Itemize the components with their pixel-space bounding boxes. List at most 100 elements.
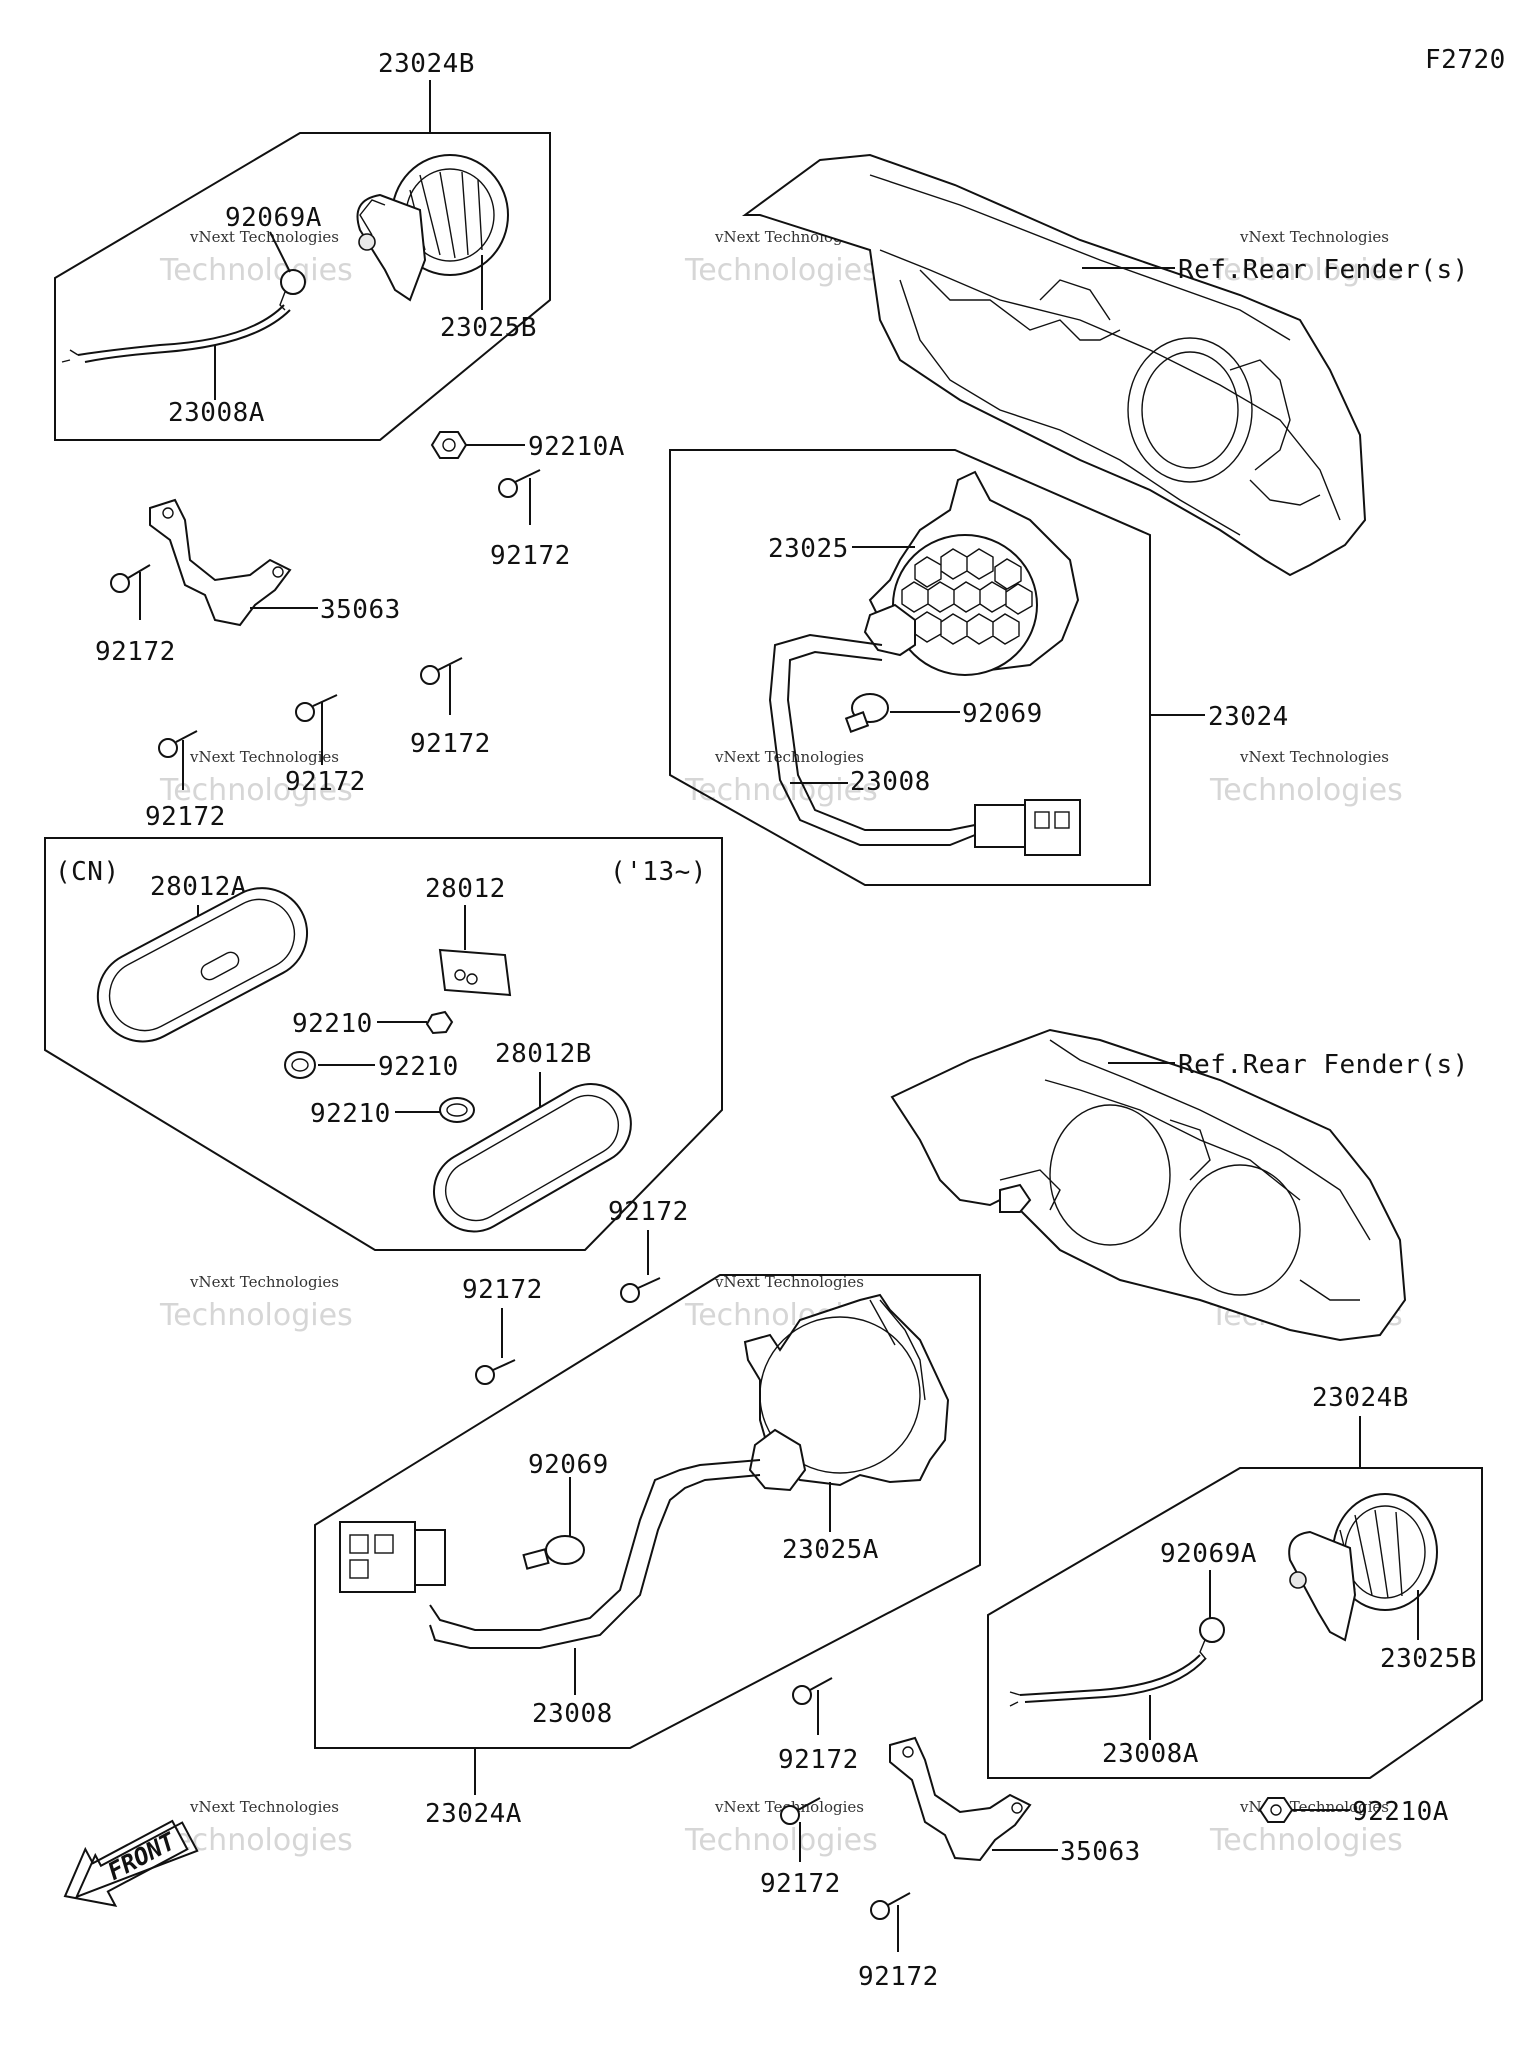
part-label-92069[interactable]: 92069 (962, 699, 1043, 729)
part-label-92172[interactable]: 92172 (778, 1745, 859, 1775)
wire-23008A (1019, 1654, 1201, 1696)
bracket-35063-top (149, 498, 292, 627)
lamp-housing-23025A (743, 1293, 950, 1492)
part-label-92210[interactable]: 92210 (378, 1052, 459, 1082)
watermark: Technologies vNext Technologies (1209, 748, 1403, 808)
part-label-92210[interactable]: 92210 (292, 1009, 373, 1039)
svg-text:vNext Technologies: vNext Technologies (1239, 748, 1389, 766)
part-label-28012B[interactable]: 28012B (495, 1039, 592, 1069)
wire-23008A (77, 304, 285, 356)
rear-fender-top (741, 153, 1367, 577)
screw-92172 (420, 657, 463, 685)
figure-code: F2720 (1425, 45, 1506, 75)
part-label-92210[interactable]: 92210 (310, 1099, 391, 1129)
watermark: Technologies vNext Technologies (159, 1273, 353, 1333)
svg-text:vNext Technologies: vNext Technologies (189, 1798, 339, 1816)
note-year: ('13~) (610, 857, 707, 887)
watermark: Technologies vNext Technologies (159, 228, 353, 288)
part-label-92069[interactable]: 92069 (528, 1450, 609, 1480)
part-label-23025B[interactable]: 23025B (1380, 1644, 1477, 1674)
note-cn: (CN) (55, 857, 120, 887)
part-label-28012[interactable]: 28012 (425, 874, 506, 904)
nut-92210 (425, 1010, 454, 1035)
part-label-92172: 92172 (410, 729, 491, 759)
assembly-frame (669, 449, 1151, 886)
part-label-92172[interactable]: 92172 (858, 1962, 939, 1992)
svg-text:vNext Technologies: vNext Technologies (189, 1273, 339, 1291)
svg-text:Technologies: Technologies (159, 773, 353, 808)
part-label-92210A: 92210A (528, 432, 625, 462)
svg-text:Technologies: Technologies (1209, 1823, 1403, 1858)
assembly-23024B-bottom: 23024B 23025B 92069A 23008A (987, 1383, 1483, 1779)
part-label-92172[interactable]: 92172 (608, 1197, 689, 1227)
rear-fender-bottom (890, 1028, 1407, 1342)
assembly-frame (314, 1274, 981, 1749)
bulb-92069 (844, 693, 889, 733)
lens-28012A (96, 887, 309, 1043)
part-label-23008[interactable]: 23008 (850, 767, 931, 797)
bulb-92069A (1199, 1617, 1225, 1659)
wire-23008 (429, 1459, 761, 1631)
part-label-23025B: 23025B (440, 313, 537, 343)
part-label-92172[interactable]: 92172 (760, 1869, 841, 1899)
bulb-92069 (522, 1535, 585, 1570)
assembly-23024: 23024 23025 92069 23008 (669, 449, 1289, 886)
screw-92172 (780, 1797, 821, 1825)
part-label-35063[interactable]: 35063 (1060, 1837, 1141, 1867)
part-label-92069A[interactable]: 92069A (1160, 1539, 1257, 1569)
screw-92172 (498, 469, 541, 498)
part-label-92172: 92172 (95, 637, 176, 667)
svg-text:Technologies: Technologies (159, 253, 353, 288)
assembly-frame (987, 1467, 1483, 1779)
part-label-23025A[interactable]: 23025A (782, 1535, 879, 1565)
part-label-28012A[interactable]: 28012A (150, 872, 247, 902)
part-label-92172[interactable]: 92172 (462, 1275, 543, 1305)
part-label-23008A[interactable]: 23008A (1102, 1739, 1199, 1769)
svg-text:vNext Technologies: vNext Technologies (1239, 228, 1389, 246)
watermark: Technologies vNext Technologies (159, 748, 353, 808)
svg-text:vNext Technologies: vNext Technologies (714, 1273, 864, 1291)
nut-92210 (284, 1051, 316, 1079)
bracket-35063-bottom (889, 1736, 1032, 1862)
ref-rear-fender-bottom[interactable]: Ref.Rear Fender(s) (1178, 1050, 1469, 1080)
lens-28012B (432, 1083, 632, 1233)
part-label-23024A[interactable]: 23024A (425, 1799, 522, 1829)
connector (974, 799, 1081, 856)
screw-92172 (295, 694, 338, 722)
bulb-92069A (279, 269, 306, 311)
part-label-92210A[interactable]: 92210A (1352, 1797, 1449, 1827)
svg-text:Technologies: Technologies (684, 253, 878, 288)
screw-92172 (475, 1359, 516, 1385)
svg-text:vNext Technologies: vNext Technologies (189, 228, 339, 246)
ref-rear-fender-top[interactable]: Ref.Rear Fender(s) (1178, 255, 1469, 285)
license-light-box: (CN) ('13~) 28012A 28012 92210 92210 (44, 837, 723, 1251)
svg-text:vNext Technologies: vNext Technologies (189, 748, 339, 766)
part-label-92172: 92172 (490, 541, 571, 571)
lamp-housing-23025 (863, 470, 1080, 676)
part-label-92172: 92172 (145, 802, 226, 832)
part-label-23008[interactable]: 23008 (532, 1699, 613, 1729)
watermark: Technologies vNext Technologies (1209, 228, 1403, 288)
part-label-23024B: 23024B (378, 49, 475, 79)
svg-text:Technologies: Technologies (159, 1823, 353, 1858)
part-label-23025[interactable]: 23025 (768, 534, 849, 564)
part-label-92172: 92172 (285, 767, 366, 797)
screw-92172 (870, 1892, 911, 1920)
connector (339, 1521, 446, 1593)
assembly-frame (54, 132, 551, 441)
part-label-23024[interactable]: 23024 (1208, 702, 1289, 732)
part-label-23024B[interactable]: 23024B (1312, 1383, 1409, 1413)
svg-text:vNext Technologies: vNext Technologies (714, 748, 864, 766)
screw-92172 (158, 730, 198, 758)
part-label-23008A: 23008A (168, 398, 265, 428)
nut-92210A-top (430, 431, 468, 459)
svg-text:FRONT: FRONT (103, 1827, 181, 1886)
svg-text:Technologies: Technologies (159, 1298, 353, 1333)
clip-92210 (439, 1097, 475, 1123)
part-label-92069A: 92069A (225, 203, 322, 233)
nut-92210A-bottom (1258, 1797, 1294, 1823)
screw-92172 (110, 564, 151, 593)
screw-92172 (620, 1277, 661, 1303)
svg-text:Technologies: Technologies (684, 773, 878, 808)
